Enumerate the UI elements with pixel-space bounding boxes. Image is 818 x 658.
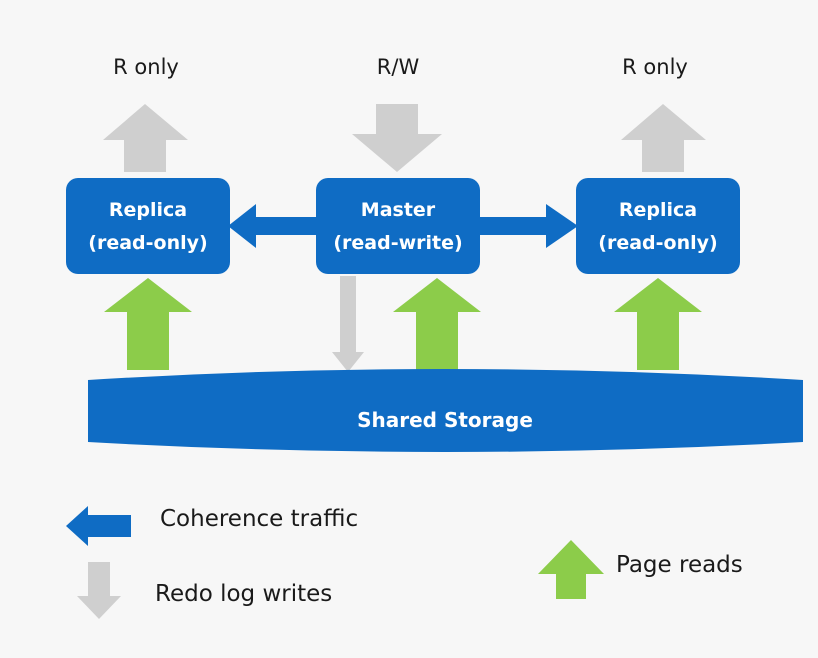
shared-storage[interactable]: Shared Storage <box>88 369 803 452</box>
legend-redo-label: Redo log writes <box>155 581 332 607</box>
right-replica-subtitle: (read-only) <box>598 232 717 254</box>
master-node[interactable]: Master (read-write) <box>316 178 480 274</box>
right-replica-title: Replica <box>619 199 697 221</box>
master-page-read-arrow <box>393 278 481 370</box>
legend-coherence-icon <box>66 506 131 546</box>
right-page-read-arrow <box>614 278 702 370</box>
left-read-out-arrow <box>103 104 188 172</box>
master-title: Master <box>361 199 436 221</box>
shared-storage-shape <box>88 369 803 452</box>
left-replica-subtitle: (read-only) <box>88 232 207 254</box>
center-access-label: R/W <box>377 55 420 79</box>
right-replica-node[interactable]: Replica (read-only) <box>576 178 740 274</box>
left-page-read-arrow <box>104 278 192 370</box>
coherence-arrow-right <box>476 204 578 248</box>
coherence-arrow-left <box>228 204 320 248</box>
legend-page-reads-icon <box>538 540 604 599</box>
left-access-label: R only <box>113 55 179 79</box>
master-box <box>316 178 480 274</box>
master-subtitle: (read-write) <box>333 232 462 254</box>
legend-coherence-label: Coherence traffic <box>160 506 358 532</box>
right-access-label: R only <box>622 55 688 79</box>
legend: Coherence traffic Redo log writes Page r… <box>66 506 743 619</box>
shared-storage-label: Shared Storage <box>357 408 533 432</box>
right-replica-box <box>576 178 740 274</box>
legend-page-reads-label: Page reads <box>616 552 743 578</box>
left-replica-box <box>66 178 230 274</box>
right-read-out-arrow <box>621 104 706 172</box>
left-replica-node[interactable]: Replica (read-only) <box>66 178 230 274</box>
redo-log-arrow <box>332 276 364 372</box>
legend-redo-icon <box>77 562 121 619</box>
master-read-write-arrow <box>352 104 442 172</box>
left-replica-title: Replica <box>109 199 187 221</box>
